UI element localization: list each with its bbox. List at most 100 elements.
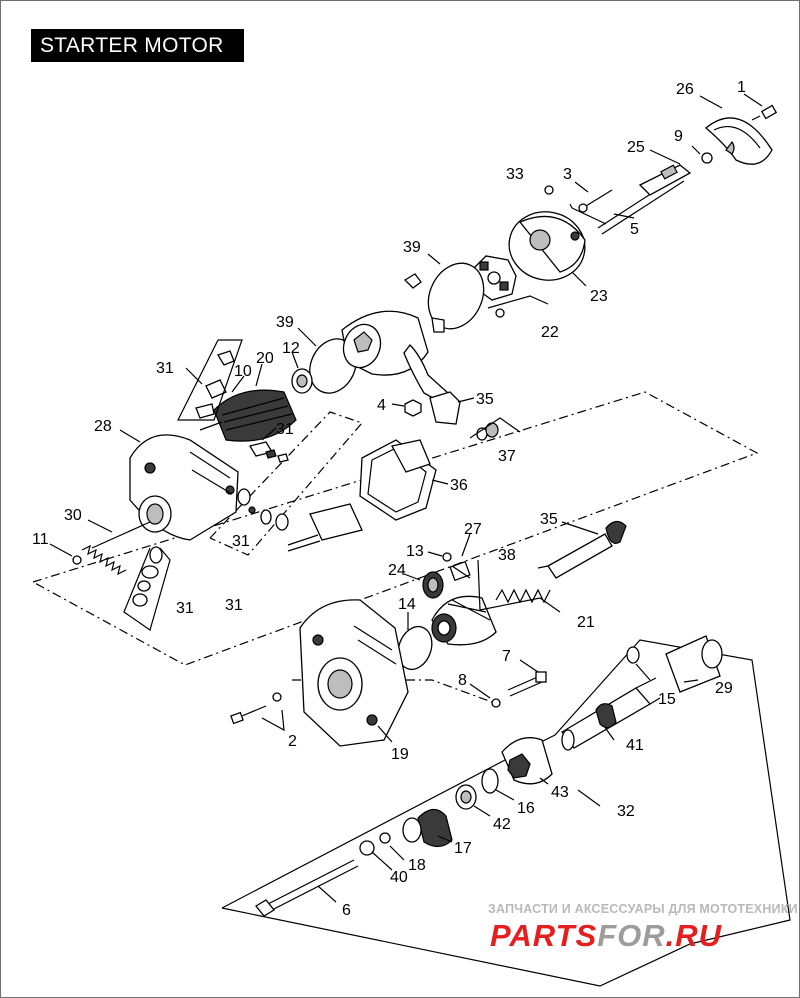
washer-40 bbox=[359, 840, 375, 856]
callout-27: 27 bbox=[464, 521, 482, 538]
callout-20: 20 bbox=[256, 350, 274, 367]
group-outline-31 bbox=[32, 391, 759, 666]
callout-4: 4 bbox=[377, 397, 386, 414]
callout-43: 43 bbox=[551, 784, 569, 801]
callout-37: 37 bbox=[498, 448, 516, 465]
callout-31-top: 31 bbox=[156, 360, 174, 377]
solenoid-plunger bbox=[287, 503, 363, 552]
callout-36: 36 bbox=[450, 477, 468, 494]
callout-1: 1 bbox=[737, 79, 746, 96]
callout-8: 8 bbox=[458, 672, 467, 689]
callout-17: 17 bbox=[454, 840, 472, 857]
spring-38 bbox=[495, 588, 551, 604]
washer-8 bbox=[491, 698, 501, 708]
ring-16 bbox=[481, 768, 499, 794]
plunger-parts-31 bbox=[123, 546, 171, 631]
leader-lines bbox=[49, 93, 763, 903]
washer-stack-31 bbox=[237, 488, 289, 531]
nut-4 bbox=[404, 399, 422, 417]
clutch-21 bbox=[431, 595, 497, 646]
callout-7: 7 bbox=[502, 648, 511, 665]
end-cover-26 bbox=[704, 117, 773, 165]
brush-clip-31 bbox=[177, 339, 243, 421]
brush-holder-25 bbox=[597, 152, 713, 235]
callout-13: 13 bbox=[406, 543, 424, 560]
ball-11 bbox=[72, 555, 82, 565]
logo-part-c: .RU bbox=[665, 918, 723, 953]
page-title: STARTER MOTOR bbox=[31, 29, 244, 62]
sleeve-29 bbox=[665, 635, 723, 693]
bolt-7 bbox=[507, 671, 547, 697]
gear-24 bbox=[422, 571, 444, 599]
terminal-parts-37 bbox=[469, 417, 521, 441]
callout-16: 16 bbox=[517, 800, 535, 817]
watermark-tagline: ЗАПЧАСТИ И АКСЕССУАРЫ ДЛЯ МОТОТЕХНИКИ bbox=[488, 902, 798, 916]
callout-41: 41 bbox=[626, 737, 644, 754]
field-cap-23 bbox=[508, 211, 586, 281]
callout-19: 19 bbox=[391, 746, 409, 763]
watermark-logo: PARTSFOR.RU bbox=[490, 918, 722, 954]
callout-23: 23 bbox=[590, 288, 608, 305]
callout-35-lower: 35 bbox=[540, 511, 558, 528]
field-housing bbox=[341, 273, 461, 425]
brush-plate-22 bbox=[473, 255, 549, 318]
bearing-27 bbox=[449, 560, 471, 582]
callout-12: 12 bbox=[282, 340, 300, 357]
bearing-12 bbox=[291, 368, 313, 394]
callout-29: 29 bbox=[715, 680, 733, 697]
callout-5: 5 bbox=[630, 221, 639, 238]
output-shaft-35 bbox=[537, 520, 627, 579]
callout-21: 21 bbox=[577, 614, 595, 631]
solenoid-cover-36 bbox=[359, 439, 437, 521]
callout-31-lower: 31 bbox=[176, 600, 194, 617]
callout-40: 40 bbox=[390, 869, 408, 886]
callout-31-bracket: 31 bbox=[232, 533, 250, 550]
pin-13 bbox=[442, 552, 452, 562]
spring-42 bbox=[455, 784, 477, 810]
callout-32: 32 bbox=[617, 803, 635, 820]
group-outline-31b bbox=[209, 411, 364, 556]
callout-35-upper: 35 bbox=[476, 391, 494, 408]
screw-3 bbox=[569, 189, 613, 225]
callout-25: 25 bbox=[627, 139, 645, 156]
pinion-shaft-41 bbox=[561, 677, 661, 751]
logo-part-a: PARTS bbox=[490, 918, 598, 953]
callout-31-mid: 31 bbox=[276, 421, 294, 438]
brush-spring-31 bbox=[248, 441, 289, 463]
callout-42: 42 bbox=[493, 816, 511, 833]
washer-18 bbox=[379, 832, 391, 844]
callout-38: 38 bbox=[498, 547, 516, 564]
screw-1 bbox=[751, 104, 778, 121]
callout-30: 30 bbox=[64, 507, 82, 524]
spring-30 bbox=[81, 521, 151, 576]
callout-14: 14 bbox=[398, 596, 416, 613]
callout-39-upper: 39 bbox=[403, 239, 421, 256]
callout-31-group: 31 bbox=[225, 597, 243, 614]
through-bolt-6 bbox=[255, 859, 359, 917]
bolt-2 bbox=[230, 692, 285, 732]
callout-28: 28 bbox=[94, 418, 112, 435]
callout-10: 10 bbox=[234, 363, 252, 380]
callout-15: 15 bbox=[658, 691, 676, 708]
callout-22: 22 bbox=[541, 324, 559, 341]
o-ring-14 bbox=[397, 625, 433, 671]
callout-26: 26 bbox=[676, 81, 694, 98]
snap-ring-15 bbox=[626, 646, 640, 664]
callout-6: 6 bbox=[342, 902, 351, 919]
drive-housing-28 bbox=[129, 434, 239, 541]
bracket-21 bbox=[477, 559, 561, 613]
callout-24: 24 bbox=[388, 562, 406, 579]
callout-2: 2 bbox=[288, 733, 297, 750]
callout-9: 9 bbox=[674, 128, 683, 145]
callout-33: 33 bbox=[506, 166, 524, 183]
callout-18: 18 bbox=[408, 857, 426, 874]
callout-3: 3 bbox=[563, 166, 572, 183]
callout-labels: 26 1 25 9 33 3 5 39 23 22 39 12 31 10 20… bbox=[32, 79, 746, 919]
washer-33 bbox=[544, 185, 554, 195]
callout-11: 11 bbox=[32, 531, 49, 548]
logo-part-b: FOR bbox=[597, 918, 666, 953]
callout-39-lower: 39 bbox=[276, 314, 294, 331]
pinion-gear-17 bbox=[402, 808, 453, 848]
